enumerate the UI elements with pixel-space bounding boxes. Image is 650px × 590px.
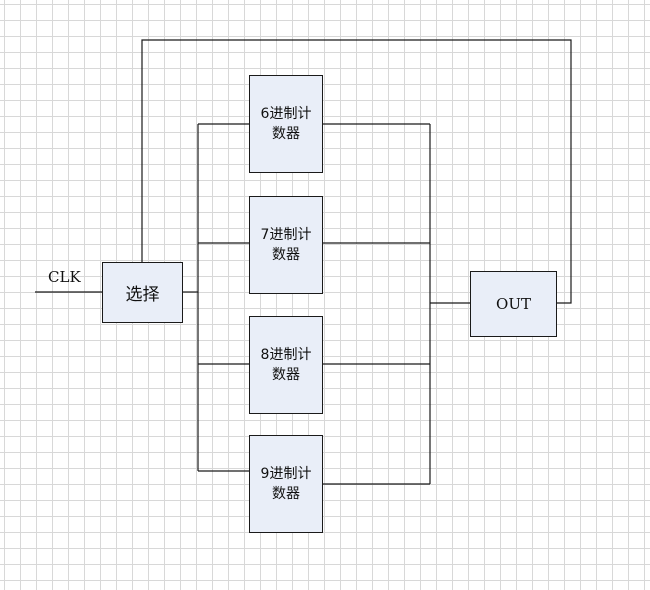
counter-label-6: 6进制计数器: [260, 106, 312, 142]
counter-block-7: 7进制计数器: [249, 196, 323, 294]
out-block-label: OUT: [496, 295, 531, 313]
select-block: 选择: [102, 262, 183, 323]
counter-label-7: 7进制计数器: [260, 227, 312, 263]
counter-label-9: 9进制计数器: [260, 466, 312, 502]
counter-block-9: 9进制计数器: [249, 435, 323, 533]
feedback-wire: [141, 39, 572, 304]
select-block-label: 选择: [125, 285, 160, 305]
counter-block-8: 8进制计数器: [249, 316, 323, 414]
counter-label-8: 8进制计数器: [260, 347, 312, 383]
out-block: OUT: [470, 271, 557, 337]
counter-block-6: 6进制计数器: [249, 75, 323, 173]
clk-label: CLK: [48, 268, 81, 286]
